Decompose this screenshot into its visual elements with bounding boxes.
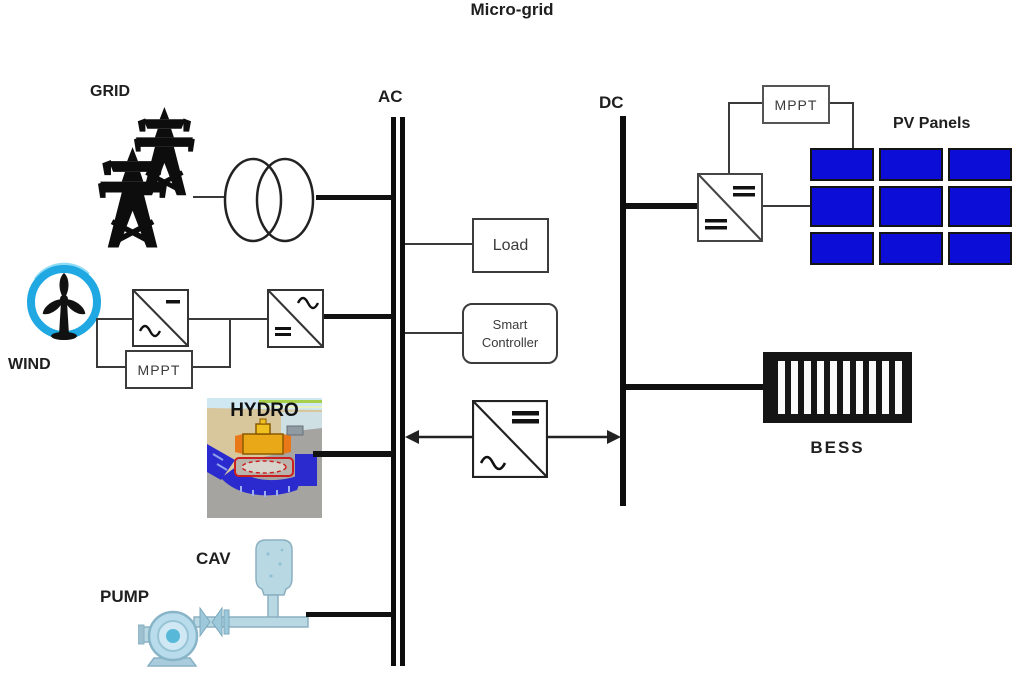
pv-cell [810,232,874,265]
pv-cell [879,232,943,265]
pv-panels-array [810,148,1012,265]
diagram-title: Micro-grid [470,0,554,19]
smart-controller-box: Smart Controller [462,303,558,364]
smart-controller-label-line2: Controller [481,334,539,350]
grid-transformer-wire [193,196,225,198]
transformer-acbus-cable [316,195,393,200]
pv-mppt-label: MPPT [774,96,818,113]
battery-bank-icon [763,352,912,423]
transformer-coils-icon [223,157,315,243]
pv-cell [810,148,874,181]
hydro-label: HYDRO [230,400,299,421]
bidirectional-converter-icon [472,400,548,478]
hydro-acbus-cable [313,451,393,457]
pv-cell [948,148,1012,181]
hydro-plant-image [207,398,322,518]
smart-controller-wire [405,332,462,334]
pv-panels-label: PV Panels [893,115,971,132]
wind-wire-2 [96,318,98,368]
wind-wire-3 [96,366,125,368]
water-pump-icon [138,606,309,667]
pv-dcdc-converter-icon [697,173,763,242]
ac-bus-label: AC [378,87,403,106]
load-box-label: Load [492,236,529,254]
cav-tank-icon [255,539,293,623]
pump-acbus-cable [306,612,393,617]
dcbus-pvconverter-cable [626,203,697,209]
pump-label: PUMP [100,587,150,606]
load-wire [405,243,472,245]
wind-mppt-box: MPPT [125,350,193,389]
load-box: Load [472,218,549,273]
pv-cell [879,148,943,181]
dc-bus-line [620,116,626,506]
pv-wire-2 [728,102,762,104]
pv-wire-5 [763,205,810,207]
dc-bus-label: DC [599,93,624,112]
wind-acbus-cable [324,314,393,319]
ac-bus-line-left [391,117,396,666]
wind-turbine-icon [27,262,101,340]
pv-cell [948,186,1012,227]
grid-label: GRID [90,83,130,100]
wind-wire-6 [193,366,231,368]
smart-controller-label-line1: Smart [492,316,528,332]
pv-wire-1 [728,102,730,175]
wind-label: WIND [8,356,51,373]
transmission-tower-icon [98,104,230,250]
bess-label: BESS [810,438,865,457]
pv-wire-4 [852,102,854,150]
pv-cell [810,186,874,227]
pv-wire-3 [830,102,854,104]
pv-cell [879,186,943,227]
pv-cell [948,232,1012,265]
wind-mppt-label: MPPT [137,361,181,378]
wind-wire-4 [189,318,267,320]
wind-wire-1 [96,318,132,320]
wind-wire-5 [229,318,231,368]
cav-label: CAV [196,549,231,568]
wind-rectifier-converter-icon [132,289,189,347]
pv-mppt-box: MPPT [762,85,830,124]
dcbus-bess-cable [626,384,763,390]
ac-bus-line-right [400,117,405,666]
wind-inverter-converter-icon [267,289,324,348]
